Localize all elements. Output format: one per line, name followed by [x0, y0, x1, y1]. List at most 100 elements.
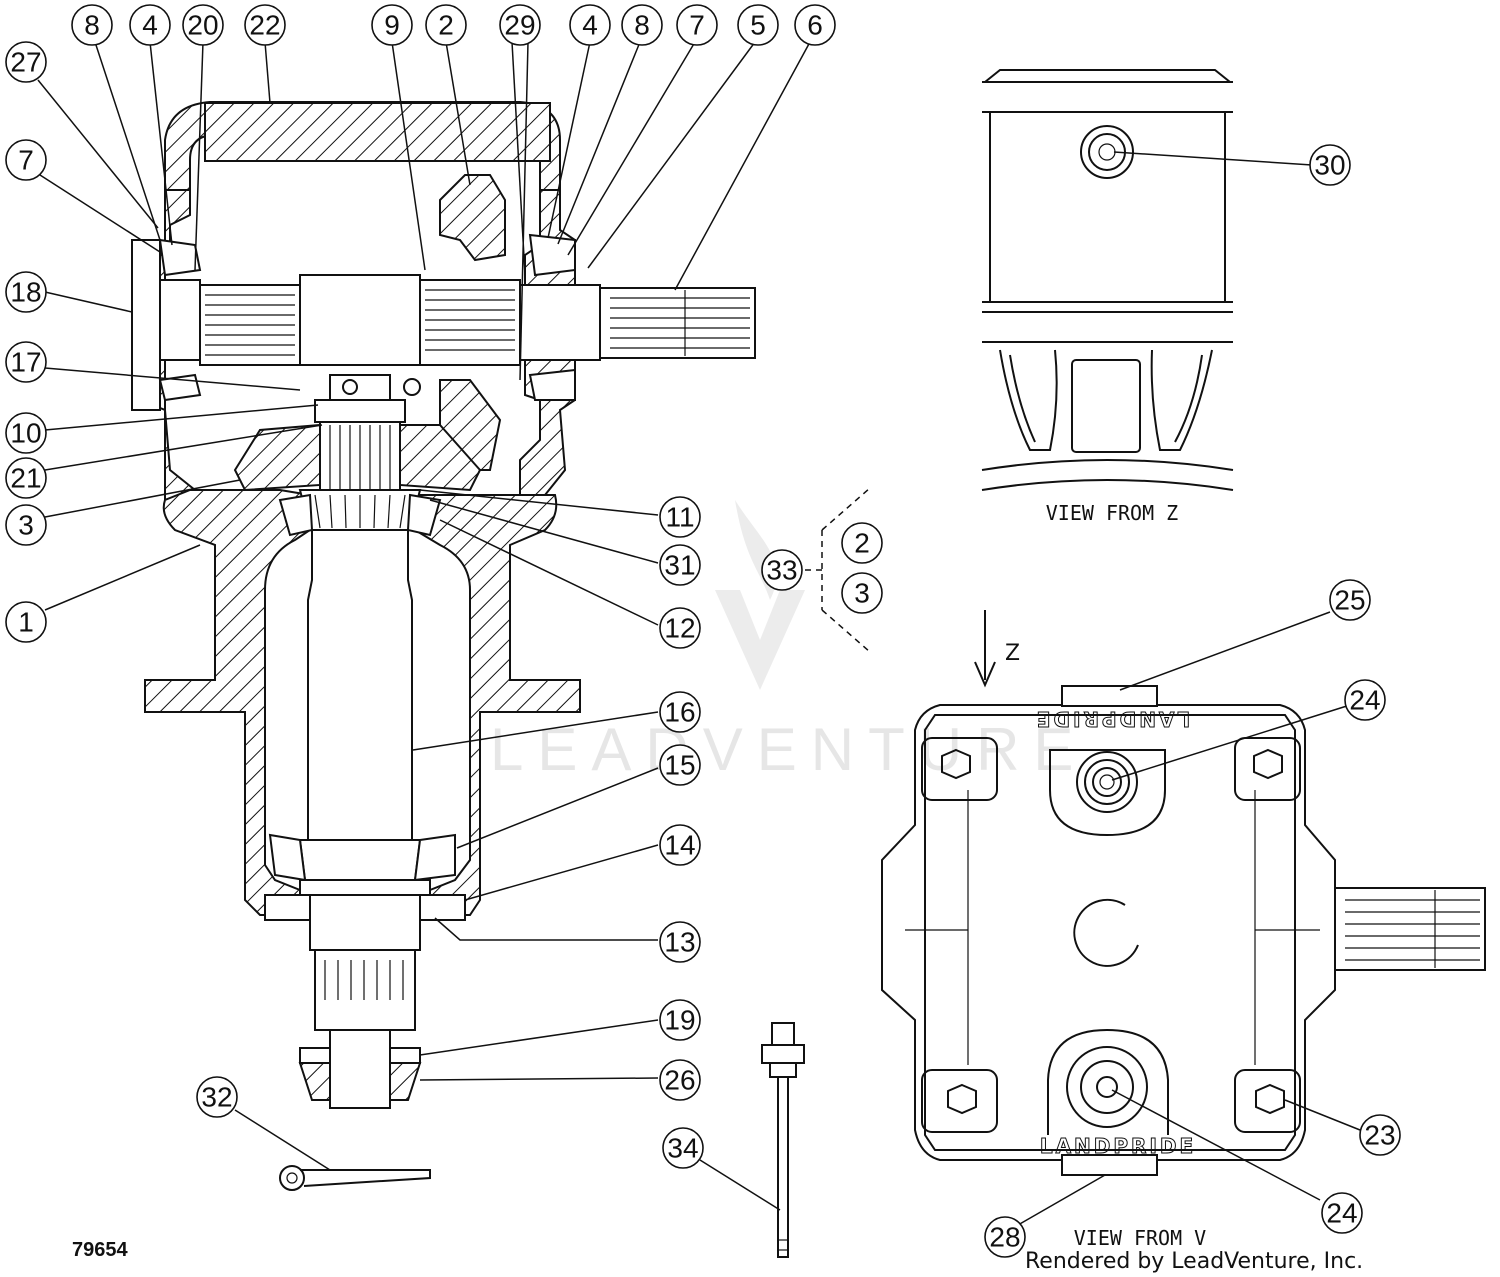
vertical-output-shaft	[307, 529, 413, 841]
castle-nut-26-left	[298, 1062, 331, 1101]
main-housing-right	[414, 494, 581, 916]
callout-24b: 24	[1321, 1192, 1363, 1234]
shaft-end	[329, 1029, 391, 1109]
output-spline-shaft	[599, 287, 756, 359]
callout-30: 30	[1309, 144, 1351, 186]
svg-text:28: 28	[989, 1222, 1020, 1253]
svg-text:16: 16	[664, 697, 695, 728]
svg-text:5: 5	[750, 10, 766, 41]
nut-hole	[342, 379, 358, 395]
callout-14: 14	[659, 824, 701, 866]
callout-7: 7	[5, 139, 47, 181]
svg-text:25: 25	[1334, 585, 1365, 616]
bearing-upper-right	[406, 493, 442, 537]
lower-bearing-race	[298, 839, 422, 881]
shaft-spline-left-teeth	[205, 294, 295, 356]
shaft-spline-right	[419, 279, 521, 366]
svg-text:13: 13	[664, 927, 695, 958]
view-from-z-caption: VIEW FROM Z	[1046, 501, 1178, 525]
watermark-text: LEADVENTURE	[490, 716, 1087, 783]
corner-bolt-bottom-right	[1234, 1069, 1301, 1133]
svg-text:23: 23	[1364, 1120, 1395, 1151]
svg-text:32: 32	[201, 1082, 232, 1113]
svg-text:22: 22	[249, 10, 280, 41]
lower-bearing-right	[413, 833, 456, 882]
callout-19: 19	[659, 999, 701, 1041]
svg-text:34: 34	[667, 1133, 698, 1164]
svg-text:31: 31	[664, 550, 695, 581]
callout-2: 2	[425, 4, 467, 46]
svg-text:3: 3	[854, 578, 870, 609]
castle-nut	[329, 374, 391, 401]
callout-3: 3	[5, 504, 47, 546]
callout-29: 29	[499, 4, 541, 46]
view-from-v-caption: VIEW FROM V	[1074, 1226, 1206, 1250]
svg-text:7: 7	[18, 145, 34, 176]
callout-20: 20	[182, 4, 224, 46]
svg-text:8: 8	[84, 10, 100, 41]
top-cover-rib	[204, 102, 551, 162]
svg-text:11: 11	[665, 502, 694, 533]
arrow-z-label: Z	[1005, 641, 1020, 666]
view-from-v: Z LANDPRIDE LANDPRIDE	[881, 610, 1486, 1250]
svg-text:17: 17	[10, 347, 41, 378]
svg-text:20: 20	[187, 10, 218, 41]
brand-mark-bottom: LANDPRIDE	[1040, 1134, 1196, 1158]
callout-4: 4	[129, 4, 171, 46]
svg-text:29: 29	[504, 10, 535, 41]
svg-text:30: 30	[1314, 150, 1345, 181]
callout-6: 6	[794, 4, 836, 46]
callout-8b: 8	[621, 4, 663, 46]
callout-34: 34	[662, 1127, 704, 1169]
svg-text:10: 10	[10, 418, 41, 449]
lower-spline	[314, 949, 416, 1031]
plug-bottom	[1047, 1028, 1169, 1135]
svg-text:1: 1	[18, 607, 34, 638]
svg-text:8: 8	[634, 10, 650, 41]
bearing-bottom-right	[528, 368, 576, 401]
svg-text:3: 3	[18, 510, 34, 541]
callout-12: 12	[659, 607, 701, 649]
output-spline-teeth	[610, 290, 750, 356]
callout-32: 32	[196, 1076, 238, 1118]
bolt	[761, 1022, 805, 1258]
view-from-z: VIEW FROM Z	[981, 69, 1234, 525]
watermark: LEADVENTURE	[490, 500, 1087, 783]
section-view	[131, 101, 756, 1109]
callout-28: 28	[984, 1216, 1026, 1258]
callout-26: 26	[659, 1059, 701, 1101]
callout-22: 22	[244, 4, 286, 46]
svg-text:2: 2	[854, 528, 870, 559]
svg-text:15: 15	[664, 750, 695, 781]
callouts: 8 4 20 22 27 7 18 17 10 21 3 1 9 2 29 4 …	[5, 4, 1401, 1258]
cotter-pin	[279, 1165, 431, 1191]
render-credit: Rendered by LeadVenture, Inc.	[1025, 1249, 1363, 1274]
brand-mark-top: LANDPRIDE	[1034, 707, 1190, 731]
bearing-top-left	[158, 238, 202, 277]
callout-33: 33	[761, 549, 803, 591]
end-cap	[131, 239, 161, 411]
callout-7b: 7	[676, 4, 718, 46]
callout-3b: 3	[841, 572, 883, 614]
callout-4b: 4	[569, 4, 611, 46]
leader-lines	[37, 41, 1361, 1226]
callout-2b: 2	[841, 522, 883, 564]
shaft-spline-right-teeth	[425, 289, 515, 351]
vertical-spline-teeth	[329, 425, 391, 490]
shaft-center	[299, 274, 421, 366]
callout-18: 18	[5, 271, 47, 313]
callout-23: 23	[1359, 1114, 1401, 1156]
corner-bolt-top-left	[921, 737, 998, 801]
shaft-lower-section	[309, 894, 421, 951]
callout-17: 17	[5, 341, 47, 383]
callout-1: 1	[5, 601, 47, 643]
lower-spline-teeth	[324, 960, 404, 1000]
callout-8: 8	[71, 4, 113, 46]
callout-10: 10	[5, 412, 47, 454]
figure-number: 79654	[72, 1239, 128, 1261]
side-shaft-teeth	[1345, 890, 1480, 968]
plug-top	[1049, 749, 1166, 837]
callout-24: 24	[1344, 679, 1386, 721]
lower-bearing-left	[268, 833, 307, 882]
